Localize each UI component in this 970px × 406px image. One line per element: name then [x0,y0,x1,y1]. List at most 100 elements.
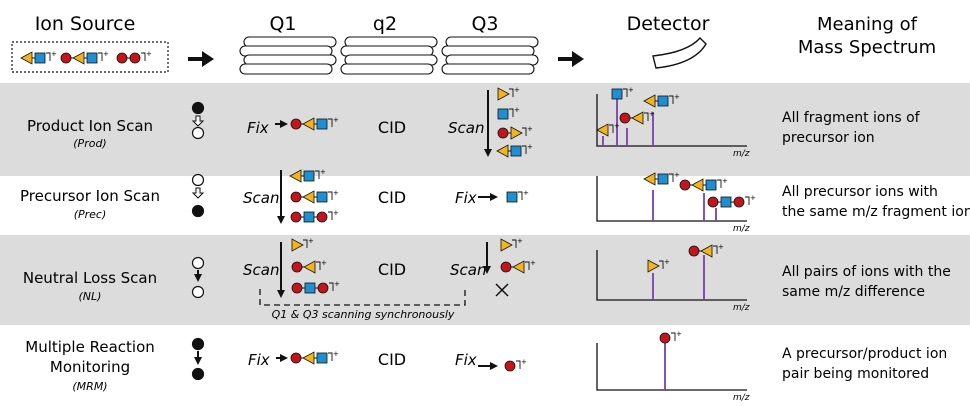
mrm-peak-ion: + [659,330,682,344]
charge-sign: + [676,330,682,338]
row-prod-abbr: (Prod) [73,137,106,150]
nl-q3-ion-2: + [500,259,536,274]
prod-fragment-2: + [497,106,520,120]
mz-axis-label: m/z [733,303,750,313]
prod-fixed-state-dot [191,101,205,115]
quadrupole-rod [441,63,535,75]
cid-label-nl: CID [378,260,406,279]
blue-square-icon [657,173,669,185]
yellow-triangle-icon [496,144,509,158]
mz-axis-label: m/z [733,149,750,159]
prod-q1-fix-label: Fix [247,119,269,137]
meaning-prod-line1: All fragment ions of [782,110,921,126]
charge-sign: + [103,50,109,58]
blue-square-icon [510,145,522,157]
spectra-layer: m/z++++m/z+++m/z++m/z+ [596,86,756,403]
nl-q1-ion-3: + [291,280,340,294]
prec-precursor-1: + [289,168,326,183]
blue-square-icon [506,191,518,203]
yellow-triangle-icon [289,169,302,183]
row-prec-abbr: (Prec) [74,208,107,221]
yellow-triangle-icon [512,260,525,274]
nl-q3-ion-1: + [500,237,523,252]
nl-q3-scan-label: Scan [450,261,486,279]
prod-peak-ion-3: + [619,110,655,125]
prod-q3-scan-label: Scan [448,119,484,137]
arrow-q3-to-detector-icon [558,51,584,67]
prec-q3-fragment: + [506,189,529,203]
yellow-triangle-icon [302,117,315,131]
charge-sign: + [718,243,724,251]
charge-sign: + [333,350,339,358]
red-circle-icon [619,112,631,124]
charge-sign: + [514,106,520,114]
meaning-prec-line1: All precursor ions with [782,184,938,200]
prec-peak-ion-2: + [679,177,728,192]
meaning-prec-line2: the same m/z fragment ion [782,204,970,220]
blue-square-icon [316,352,328,364]
ion-source-box [11,41,169,73]
yellow-triangle-icon [72,51,85,65]
spectrum-nl: m/z + + [596,243,750,313]
cid-label-mrm: CID [378,350,406,369]
charge-sign: + [320,168,326,176]
charge-sign: + [521,358,527,366]
spectrum-prec: m/z+++ [596,171,756,234]
band-prod [0,83,970,176]
row-nl-name: Neutral Loss Scan [23,269,157,287]
yellow-triangle-icon [510,126,523,140]
prec-scanned-state-dot [191,173,205,187]
scan-state-layer [191,101,205,381]
charge-sign: + [664,258,670,266]
red-circle-icon [290,352,302,364]
row-mrm-abbr: (MRM) [72,380,107,393]
blue-square-icon [34,52,46,64]
mrm-state-dot-bottom [191,367,205,381]
prec-q1-scan-label: Scan [243,189,279,207]
header-q1: Q1 [269,13,296,35]
red-circle-icon [733,196,745,208]
nl-sync-note: Q1 & Q3 scanning synchronously [272,308,455,321]
prod-state-arrow-icon [191,115,205,127]
nl-q1-scan-label: Scan [243,261,279,279]
yellow-triangle-icon [291,238,304,252]
nl-cross-icon [495,283,509,297]
yellow-triangle-icon [497,87,510,101]
row-mrm-name-line1: Multiple Reaction [25,338,155,356]
source-ion-2: + [60,50,109,65]
red-circle-icon [290,191,302,203]
red-circle-icon [116,52,128,64]
spectrum-prod: m/z++++ [596,86,750,159]
blue-square-icon [303,170,315,182]
charge-sign: + [146,50,152,58]
mz-axis-label: m/z [733,393,750,403]
meaning-nl-line2: same m/z difference [782,284,925,300]
nl-q1-ion-2: + [291,259,327,274]
blue-square-icon [705,179,717,191]
yellow-triangle-icon [643,172,656,186]
header-meaning-line2: Mass Spectrum [798,37,936,58]
blue-square-icon [86,52,98,64]
prec-state-arrow-icon [191,187,205,199]
band-nl [0,235,970,325]
quadrupole-rod [239,63,333,75]
yellow-triangle-icon [303,260,316,274]
red-circle-icon [291,261,303,273]
detector-icon [652,36,707,69]
prod-peak-ion-4: + [643,93,680,108]
prec-precursor-2: + [290,189,339,204]
meaning-mrm-line1: A precursor/product ion [782,346,947,362]
charge-sign: + [333,189,339,197]
charge-sign: + [722,177,728,185]
spectrum-mrm: m/z + [596,330,750,403]
red-circle-icon [316,211,328,223]
red-circle-icon [291,282,303,294]
charge-sign: + [527,143,533,151]
ion-source-glycans: +++ [20,50,152,65]
header-q2: q2 [373,13,397,35]
quadrupole-rods [239,36,539,75]
red-circle-icon [500,261,512,273]
arrow-layer [275,90,498,370]
charge-sign: + [333,116,339,124]
mrm-q1-precursor: + [290,350,339,365]
